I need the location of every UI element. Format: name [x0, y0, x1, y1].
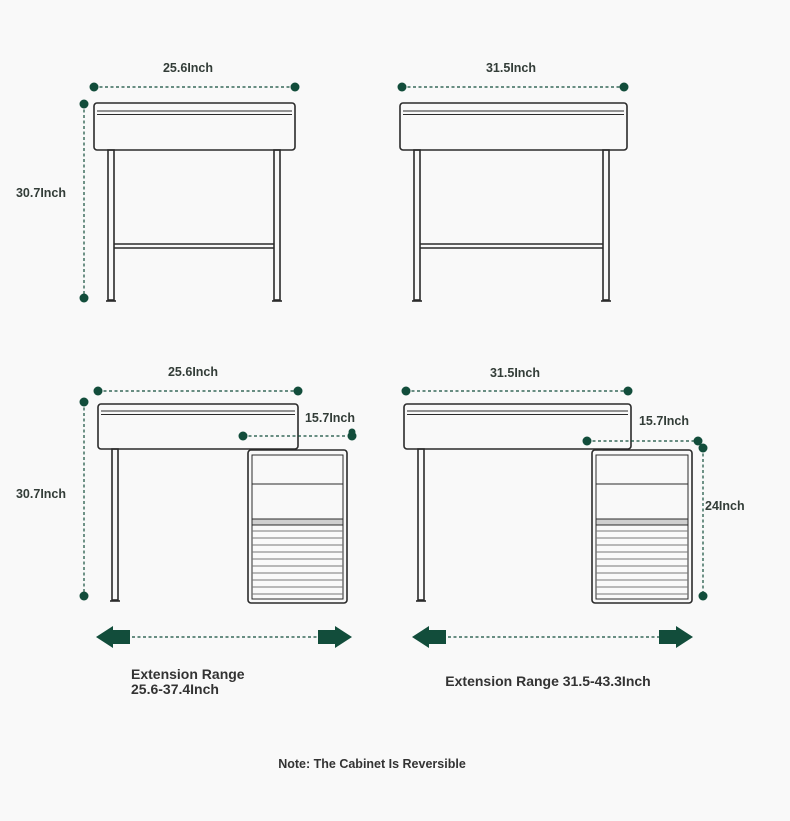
arrow-right-icon	[318, 626, 352, 648]
dot-marker-icon	[348, 428, 356, 436]
dot-marker-icon	[698, 443, 708, 453]
combo-small-height-label: 30.7Inch	[16, 487, 66, 501]
combo-large-cabinet-height-dimension: 24Inch	[698, 443, 745, 601]
combo-small-extension-arrows	[96, 626, 352, 648]
desk-large-drawing	[399, 102, 628, 302]
desk-small-width-label: 25.6Inch	[163, 61, 213, 75]
combo-large-desk-drawing	[403, 403, 632, 602]
combo-large-width-dimension: 31.5Inch	[401, 366, 633, 396]
desk-large-width-dimension: 31.5Inch	[397, 61, 629, 92]
dot-marker-icon	[238, 431, 248, 441]
combo-small-caption-line2: 25.6-37.4Inch	[131, 681, 219, 697]
reversible-cabinet-note: Note: The Cabinet Is Reversible	[278, 757, 466, 771]
dot-marker-icon	[89, 82, 99, 92]
dot-marker-icon	[401, 386, 411, 396]
dot-marker-icon	[79, 591, 89, 601]
dot-marker-icon	[619, 82, 629, 92]
dot-marker-icon	[582, 436, 592, 446]
desk-small-height-dimension: 30.7Inch	[16, 99, 89, 303]
combo-large-extension-arrows	[412, 626, 693, 648]
combo-large-cabinet-depth-dimension: 15.7Inch	[582, 414, 703, 446]
combo-small-caption-line1: Extension Range	[131, 666, 245, 682]
dot-marker-icon	[693, 436, 703, 446]
dot-marker-icon	[79, 99, 89, 109]
combo-small-height-dimension: 30.7Inch	[16, 397, 89, 601]
desk-large-width-label: 31.5Inch	[486, 61, 536, 75]
desk-small-height-label: 30.7Inch	[16, 186, 66, 200]
dot-marker-icon	[290, 82, 300, 92]
combo-large-cabinet-depth-label: 15.7Inch	[639, 414, 689, 428]
combo-small-cabinet-depth-label: 15.7Inch	[305, 411, 355, 425]
combo-small-width-dimension: 25.6Inch	[93, 365, 303, 396]
combo-large-width-label: 31.5Inch	[490, 366, 540, 380]
arrow-left-icon	[96, 626, 130, 648]
combo-small-desk-drawing	[97, 403, 299, 602]
combo-large-cabinet-height-label: 24Inch	[705, 499, 745, 513]
dot-marker-icon	[79, 397, 89, 407]
combo-small-width-label: 25.6Inch	[168, 365, 218, 379]
combo-large-caption: Extension Range 31.5-43.3Inch	[445, 673, 650, 689]
combo-large-cabinet-drawing	[591, 449, 693, 604]
arrow-left-icon	[412, 626, 446, 648]
dot-marker-icon	[93, 386, 103, 396]
dot-marker-icon	[623, 386, 633, 396]
dot-marker-icon	[397, 82, 407, 92]
dot-marker-icon	[79, 293, 89, 303]
desk-small-width-dimension: 25.6Inch	[89, 61, 300, 92]
dot-marker-icon	[698, 591, 708, 601]
arrow-right-icon	[659, 626, 693, 648]
combo-small-cabinet-depth-dimension: 15.7Inch	[238, 411, 357, 441]
desk-small-drawing	[93, 102, 296, 302]
combo-small-cabinet-drawing	[247, 449, 348, 604]
dot-marker-icon	[293, 386, 303, 396]
